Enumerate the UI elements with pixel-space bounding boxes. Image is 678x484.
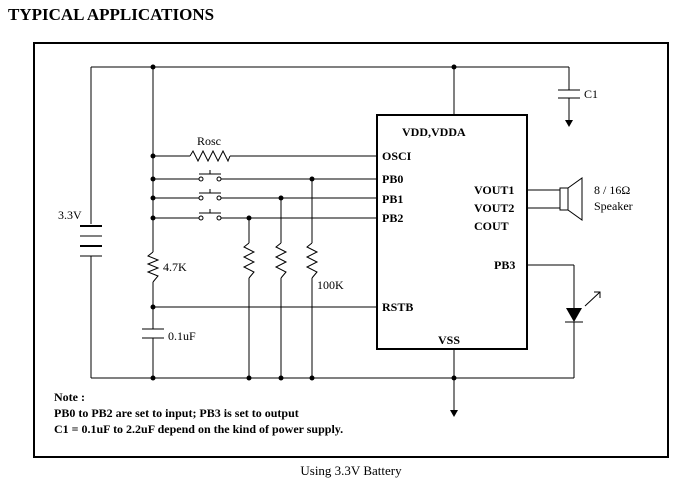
pin-vout2: VOUT2: [474, 201, 514, 215]
capacitor-reset: [142, 328, 164, 339]
section-heading: TYPICAL APPLICATIONS: [8, 5, 214, 24]
speaker-value-label: 8 / 16Ω: [594, 183, 630, 197]
ic-chip-body: [376, 114, 528, 350]
resistor-rosc-label: Rosc: [197, 134, 221, 148]
resistor-reset-label: 4.7K: [163, 260, 187, 274]
capacitor-c1: [558, 89, 580, 127]
diagram-caption: Using 3.3V Battery: [300, 463, 402, 478]
resistor-pulldown-pb0: [305, 242, 319, 279]
resistor-reset: [146, 251, 160, 283]
diagram-frame: [33, 42, 669, 458]
wires: [90, 66, 575, 410]
chip-header-label: VDD,VDDA: [402, 125, 466, 139]
resistor-pulldown-pb2: [242, 242, 256, 279]
battery-symbol: [80, 225, 102, 257]
pin-osci: OSCI: [382, 149, 412, 163]
capacitor-c1-label: C1: [584, 87, 598, 101]
resistor-pulldown-pb1: [274, 242, 288, 279]
note-line-2: C1 = 0.1uF to 2.2uF depend on the kind o…: [54, 422, 343, 436]
pin-vss: VSS: [438, 333, 460, 347]
pushbutton-pb1: [198, 189, 222, 201]
resistor-pulldown-label: 100K: [317, 278, 344, 292]
speaker-label: Speaker: [594, 199, 633, 213]
pin-pb1: PB1: [382, 192, 403, 206]
pin-rstb: RSTB: [382, 300, 413, 314]
ground-arrow-icon: [450, 410, 458, 417]
capacitor-reset-label: 0.1uF: [168, 329, 196, 343]
speaker-icon: [559, 177, 583, 221]
pin-pb0: PB0: [382, 172, 403, 186]
note-line-1: PB0 to PB2 are set to input; PB3 is set …: [54, 406, 299, 420]
pin-pb2: PB2: [382, 211, 403, 225]
pin-vout1: VOUT1: [474, 183, 514, 197]
junction-dots: [150, 64, 457, 381]
pin-pb3: PB3: [494, 258, 515, 272]
led-icon: [565, 291, 601, 323]
resistor-rosc: [189, 149, 231, 163]
note-heading: Note :: [54, 390, 85, 404]
pin-cout: COUT: [474, 219, 509, 233]
pushbutton-pb0: [198, 170, 222, 182]
battery-label: 3.3V: [58, 208, 82, 222]
pushbutton-pb2: [198, 209, 222, 221]
